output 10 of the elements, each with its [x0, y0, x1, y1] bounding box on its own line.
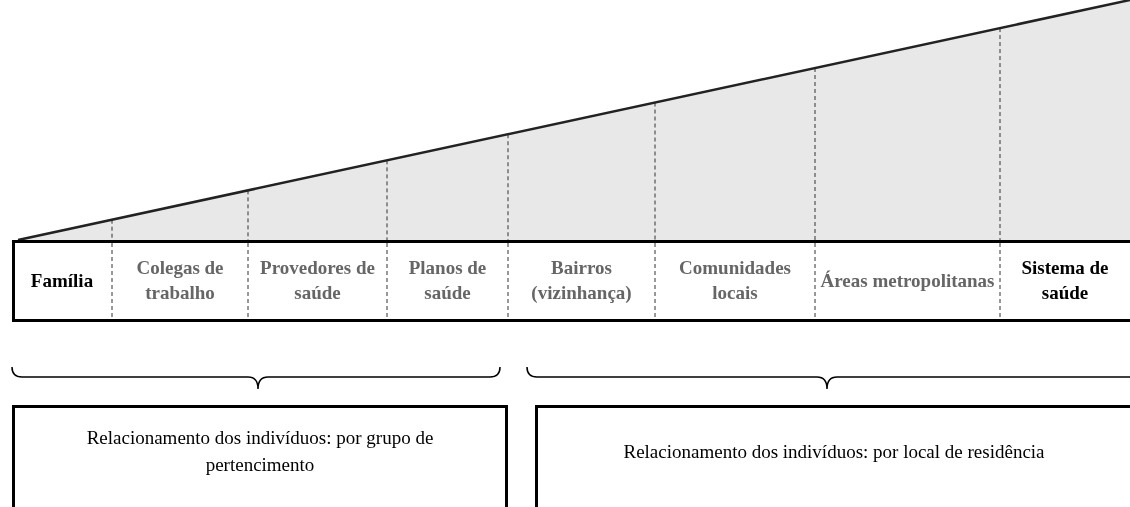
category-label: Planos de saúde: [407, 256, 488, 305]
group-box: Relacionamento dos indivíduos: por grupo de pertencimento: [12, 405, 508, 507]
category-label: Comunidades locais: [678, 256, 792, 305]
category-label: Sistema de saúde: [1020, 256, 1110, 305]
category-label: Bairros (vizinhança): [530, 256, 633, 305]
category-label: Provedores de saúde: [259, 256, 376, 305]
category-label: Colegas de trabalho: [135, 256, 225, 305]
group-box: Relacionamento dos indivíduos: por local de residência: [535, 405, 1130, 507]
category-label: Áreas metropolitanas: [820, 268, 995, 293]
category-label: Família: [30, 268, 94, 293]
